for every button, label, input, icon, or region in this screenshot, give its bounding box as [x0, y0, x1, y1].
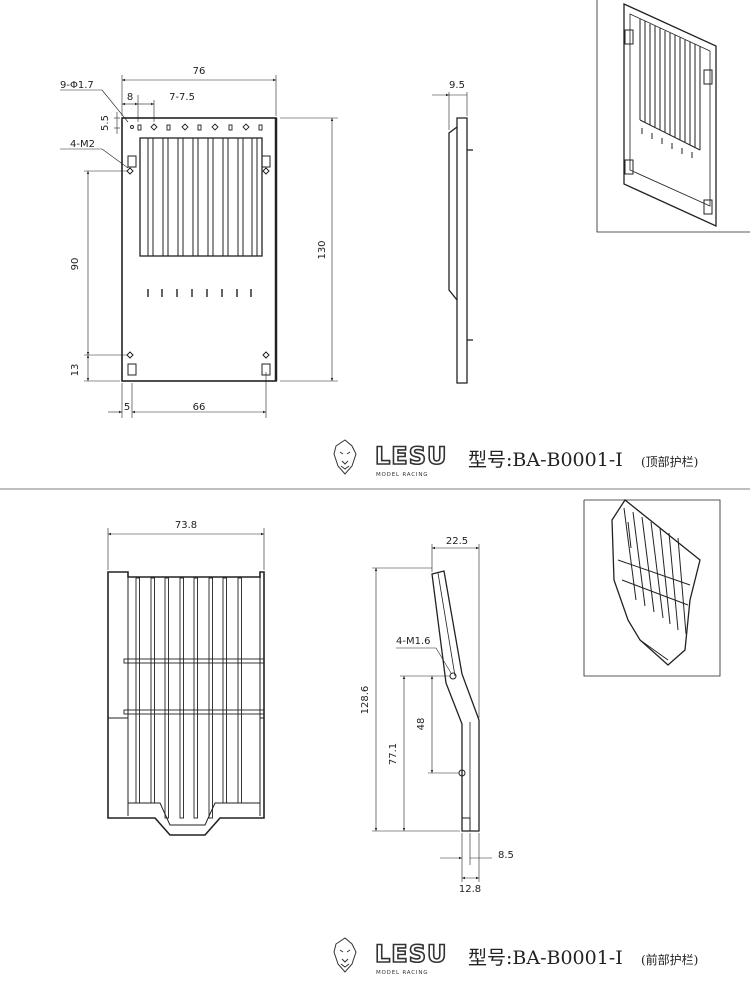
mount-tabs	[126, 155, 271, 376]
lion-logo-icon	[333, 439, 357, 475]
bottom-3d-inset	[583, 499, 721, 677]
brand-name: LESU	[375, 442, 447, 470]
top-side-dimension-lines	[432, 92, 468, 130]
dim-left-5: 5	[124, 402, 130, 413]
dim-thread-m1-6: 4-M1.6	[396, 636, 431, 647]
top-brand-block: LESU MODEL RACING 型号:BA-B0001-I (顶部护栏)	[333, 439, 698, 478]
brand-tagline: MODEL RACING	[376, 970, 428, 976]
top-hole-row	[130, 123, 263, 131]
bottom-side-dimension-labels: 22.5 4-M1.6 128.6 77.1 48 8.5 12.8	[360, 536, 514, 895]
bottom-model-label: 型号:BA-B0001-I	[468, 947, 623, 969]
dim-height-77-1: 77.1	[388, 743, 399, 765]
dim-height-90: 90	[70, 258, 81, 271]
bottom-front-dimension	[107, 528, 265, 570]
bottom-model-note: (前部护栏)	[641, 952, 698, 967]
dim-height-13: 13	[70, 364, 81, 377]
dim-span-66: 66	[193, 402, 206, 413]
top-dimension-lines	[60, 75, 338, 418]
dim-thickness-9-5: 9.5	[449, 80, 465, 91]
dim-height-128-6: 128.6	[360, 686, 371, 715]
bottom-side-view	[431, 570, 480, 832]
dim-offset-8-5: 8.5	[498, 850, 514, 861]
dim-base-12-8: 12.8	[459, 884, 481, 895]
front-guard-bars	[135, 577, 242, 819]
dim-offset-8: 8	[127, 92, 133, 103]
dim-height-130: 130	[317, 240, 328, 259]
brand-name: LESU	[375, 940, 447, 968]
dim-pitch: 7-7.5	[169, 92, 195, 103]
vertical-bars	[147, 137, 258, 257]
slot-row	[147, 289, 252, 297]
dim-depth-22-5: 22.5	[446, 536, 468, 547]
front-guard-crossbars	[123, 658, 265, 715]
dim-offset-5-5: 5.5	[100, 115, 111, 131]
top-front-view	[121, 117, 278, 382]
top-model-note: (顶部护栏)	[641, 454, 698, 469]
top-dimension-labels: 76 9-Φ1.7 8 7-7.5 5.5 4-M2 90 13 5 66 13…	[60, 66, 465, 413]
dim-hole-spec: 9-Φ1.7	[60, 80, 94, 91]
top-side-view	[448, 117, 473, 384]
dim-width-76: 76	[193, 66, 206, 77]
brand-tagline: MODEL RACING	[376, 472, 428, 478]
bottom-side-dimension-lines	[372, 544, 492, 882]
dim-width-73-8: 73.8	[175, 520, 197, 531]
dim-height-48: 48	[416, 718, 427, 731]
top-3d-inset	[596, 0, 750, 233]
bottom-front-view	[107, 571, 265, 836]
dim-thread-m2: 4-M2	[70, 139, 95, 150]
bottom-brand-block: LESU MODEL RACING 型号:BA-B0001-I (前部护栏)	[333, 937, 698, 976]
lion-logo-icon	[333, 937, 357, 973]
top-model-label: 型号:BA-B0001-I	[468, 449, 623, 471]
